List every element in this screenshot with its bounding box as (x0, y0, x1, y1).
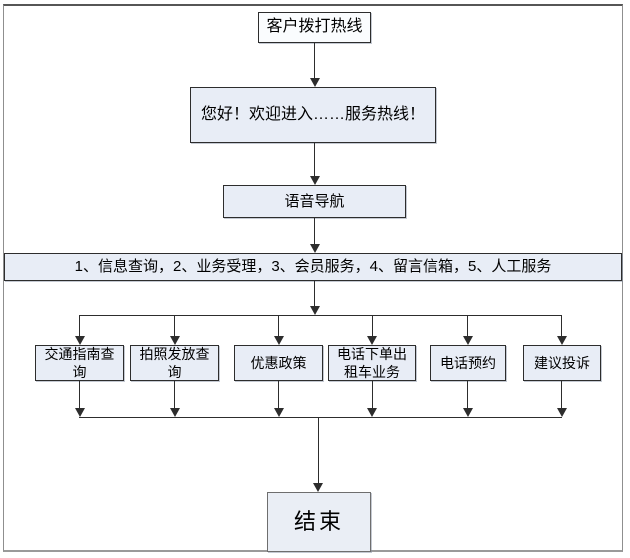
connector-option-merge (79, 381, 80, 408)
connector-option-merge (467, 381, 468, 408)
arrowhead-down (310, 306, 320, 315)
distribution-rail (79, 315, 562, 316)
connector-welcome-voice (314, 143, 315, 176)
connector-rail-option (174, 315, 175, 336)
arrowhead-down (313, 483, 323, 492)
connector-voice-menu (314, 218, 315, 244)
connector-menu-rail (314, 281, 315, 306)
arrowhead-down (170, 408, 180, 417)
arrowhead-down (274, 408, 284, 417)
connector-option-merge (174, 381, 175, 408)
node-option-suggestions-complaints: 建议投诉 (523, 345, 601, 381)
node-option-photo-issuance-query: 拍照发放查询 (130, 345, 219, 381)
node-option-discount-policy: 优惠政策 (234, 345, 323, 381)
arrowhead-down (463, 408, 473, 417)
connector-merge-end (318, 417, 319, 483)
connector-option-merge (372, 381, 373, 408)
merge-rail (79, 417, 562, 418)
node-welcome-greeting: 您好！欢迎进入……服务热线！ (190, 87, 436, 143)
connector-rail-option (467, 315, 468, 336)
arrowhead-down (367, 408, 377, 417)
arrowhead-down (367, 336, 377, 345)
connector-rail-option (372, 315, 373, 336)
node-option-phone-reservation: 电话预约 (430, 345, 506, 381)
arrowhead-down (75, 336, 85, 345)
arrowhead-down (310, 176, 320, 185)
node-option-phone-taxi-order: 电话下单出租车业务 (328, 345, 416, 381)
connector-start-welcome (314, 43, 315, 78)
connector-rail-option (561, 315, 562, 336)
arrowhead-down (557, 408, 567, 417)
connector-rail-option (278, 315, 279, 336)
connector-option-merge (278, 381, 279, 408)
arrowhead-down (310, 78, 320, 87)
arrowhead-down (463, 336, 473, 345)
connector-option-merge (561, 381, 562, 408)
arrowhead-down (75, 408, 85, 417)
arrowhead-down (557, 336, 567, 345)
node-ivr-menu-options: 1、信息查询，2、业务受理，3、会员服务，4、留言信箱，5、人工服务 (4, 253, 622, 281)
arrowhead-down (170, 336, 180, 345)
arrowhead-down (310, 244, 320, 253)
node-voice-navigation: 语音导航 (223, 185, 406, 218)
node-end: 结束 (267, 492, 371, 552)
node-option-traffic-guide-query: 交通指南查询 (35, 345, 124, 381)
node-start-customer-dials-hotline: 客户拨打热线 (258, 12, 371, 43)
arrowhead-down (274, 336, 284, 345)
connector-rail-option (79, 315, 80, 336)
